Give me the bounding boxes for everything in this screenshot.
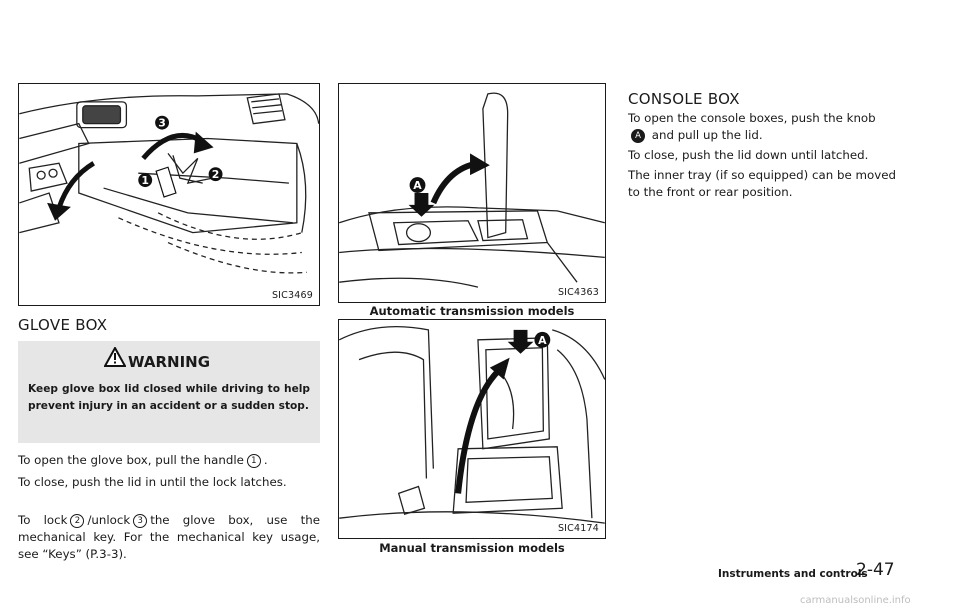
console-manual-illustration: A <box>339 325 605 524</box>
console-auto-illustration: A <box>339 92 605 288</box>
warning-icon <box>104 347 126 367</box>
callout-2: 2 <box>212 168 220 181</box>
console-manual-figure: A SIC4174 <box>338 319 606 539</box>
footer-section-title: Instruments and controls <box>718 568 868 580</box>
figure-code: SIC3469 <box>271 290 313 301</box>
warning-title: WARNING <box>127 353 211 371</box>
glove-box-heading: GLOVE BOX <box>18 316 108 334</box>
warning-text: Keep glove box lid closed while driving … <box>28 383 310 412</box>
watermark: carmanualsonline.info <box>800 595 911 606</box>
caption-manual: Manual transmission models <box>379 541 565 555</box>
console-open-paragraph: To open the console boxes, push the knob… <box>628 111 876 143</box>
figure-code: SIC4363 <box>557 287 599 298</box>
callout-1-inline: 1 <box>246 454 261 468</box>
callout-3: 3 <box>158 117 166 130</box>
callout-a-inline: A <box>631 129 645 143</box>
callout-2-inline: 2 <box>70 514 85 528</box>
console-tray-paragraph: The inner tray (if so equipped) can be m… <box>628 168 896 199</box>
glove-box-figure: 3 1 2 SIC3469 <box>18 83 320 306</box>
caption-automatic: Automatic transmission models <box>369 304 575 318</box>
figure-code: SIC4174 <box>557 523 599 534</box>
page-number: 2-47 <box>856 560 895 580</box>
callout-3-inline: 3 <box>133 514 148 528</box>
console-box-heading: CONSOLE BOX <box>628 90 740 108</box>
glove-close-paragraph: To close, push the lid in until the lock… <box>18 475 287 489</box>
callout-a: A <box>413 179 422 192</box>
console-close-paragraph: To close, push the lid down until latche… <box>628 148 869 162</box>
console-auto-figure: A SIC4363 <box>338 83 606 303</box>
callout-a: A <box>538 334 547 347</box>
warning-box: WARNING Keep glove box lid closed while … <box>18 341 320 443</box>
callout-1: 1 <box>141 174 149 187</box>
glove-box-illustration: 3 1 2 <box>19 93 319 274</box>
